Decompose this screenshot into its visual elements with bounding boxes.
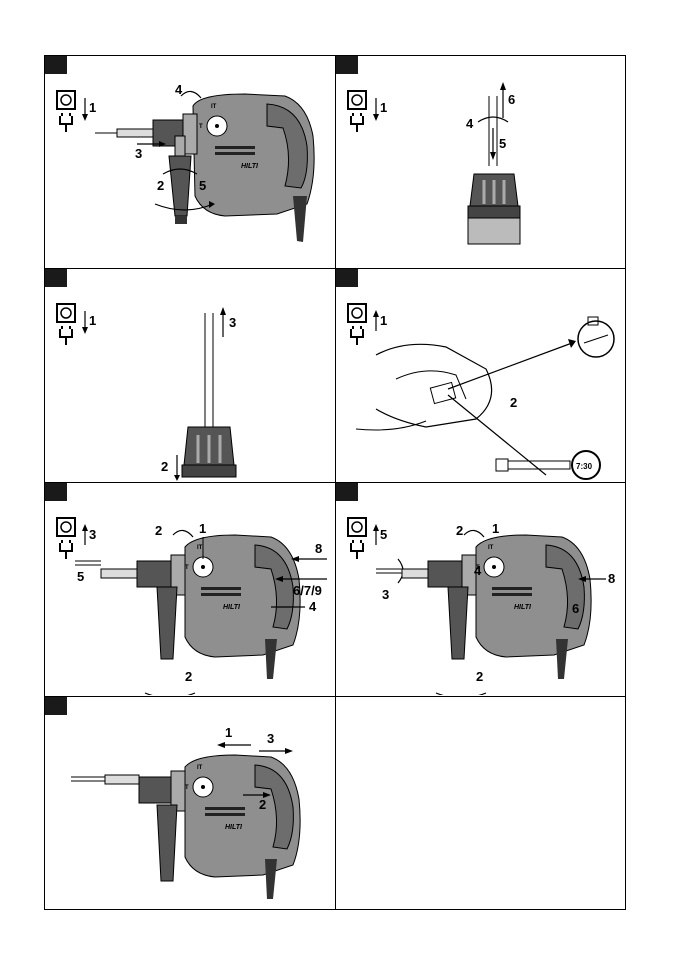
label-4: 4 — [175, 82, 183, 97]
panel-1-illustration: 1 IT T HILTI — [45, 56, 335, 268]
label-1: 1 — [89, 313, 96, 328]
panel-7-illustration: 1 3 IT T HILTI — [45, 697, 335, 909]
panel-7: 1 3 IT T HILTI — [45, 697, 335, 909]
mode-label-t: T — [199, 124, 203, 130]
label-5: 5 — [380, 527, 387, 542]
hammer-drill: IT T HILTI — [105, 755, 300, 899]
unplug-icon — [348, 91, 366, 132]
panel-4: 1 2 7:30 — [336, 269, 626, 481]
label-2: 2 — [510, 395, 517, 410]
label-3: 3 — [89, 527, 96, 542]
label-6-7-9: 6/7/9 — [293, 583, 322, 598]
label-8: 8 — [315, 541, 322, 556]
panel-6-illustration: 5 3 IT T HILTI 2 — [336, 483, 626, 695]
mode-label-it: IT — [211, 104, 217, 110]
brand-logo-text: HILTI — [514, 604, 532, 611]
label-3: 3 — [382, 587, 389, 602]
label-4: 4 — [474, 563, 482, 578]
label-2-lower: 2 — [476, 669, 483, 684]
hammer-drill: IT T HILTI — [101, 535, 300, 679]
mode-label-it: IT — [197, 765, 203, 771]
panel-3-illustration: 1 3 2 — [45, 269, 335, 481]
maintenance-tag — [578, 317, 614, 357]
panel-3: 1 3 2 — [45, 269, 335, 481]
figure-sheet: 1 IT T HILTI — [44, 55, 626, 910]
label-6: 6 — [508, 92, 515, 107]
label-6: 6 — [572, 601, 579, 616]
brand-logo-text: HILTI — [241, 163, 259, 170]
panel-6: 5 3 IT T HILTI 2 — [336, 483, 626, 695]
label-3: 3 — [135, 146, 142, 161]
label-2-upper: 2 — [456, 523, 463, 538]
plug-in-icon — [57, 518, 75, 559]
label-1: 1 — [492, 521, 499, 536]
wristwatch: 7:30 — [496, 451, 600, 479]
unplug-icon — [348, 304, 366, 345]
label-1: 1 — [380, 313, 387, 328]
mode-label-it: IT — [488, 545, 494, 551]
label-2: 2 — [157, 178, 164, 193]
watch-display: 7:30 — [576, 462, 593, 471]
unplug-icon — [57, 304, 75, 345]
panel-5: 3 5 IT T HILTI 2 — [45, 483, 335, 695]
label-5: 5 — [499, 136, 506, 151]
panel-4-illustration: 1 2 7:30 — [336, 269, 626, 481]
label-2: 2 — [161, 459, 168, 474]
chuck — [468, 174, 520, 244]
panel-5-illustration: 3 5 IT T HILTI 2 — [45, 483, 335, 695]
hammer-drill: IT T HILTI — [95, 94, 314, 242]
label-4: 4 — [466, 116, 474, 131]
label-4: 4 — [309, 599, 317, 614]
label-3: 3 — [267, 731, 274, 746]
label-1: 1 — [225, 725, 232, 740]
label-5: 5 — [199, 178, 206, 193]
hammer-drill: IT T HILTI — [402, 535, 591, 679]
panel-2: 1 6 5 4 — [336, 56, 626, 268]
panel-2-illustration: 1 6 5 4 — [336, 56, 626, 268]
unplug-icon — [57, 91, 75, 132]
brand-logo-text: HILTI — [225, 824, 243, 831]
label-8: 8 — [608, 571, 615, 586]
plug-in-icon — [348, 518, 366, 559]
chuck — [182, 427, 236, 477]
mode-label-t: T — [185, 785, 189, 791]
label-2: 2 — [259, 797, 266, 812]
mode-label-t: T — [185, 565, 189, 571]
label-1: 1 — [89, 100, 96, 115]
label-1: 1 — [380, 100, 387, 115]
label-1: 1 — [199, 521, 206, 536]
mode-label-it: IT — [197, 545, 203, 551]
panel-1: 1 IT T HILTI — [45, 56, 335, 268]
label-3: 3 — [229, 315, 236, 330]
label-2-lower: 2 — [185, 669, 192, 684]
brand-logo-text: HILTI — [223, 604, 241, 611]
tool-housing-rear — [356, 344, 492, 430]
label-2-upper: 2 — [155, 523, 162, 538]
label-5: 5 — [77, 569, 84, 584]
